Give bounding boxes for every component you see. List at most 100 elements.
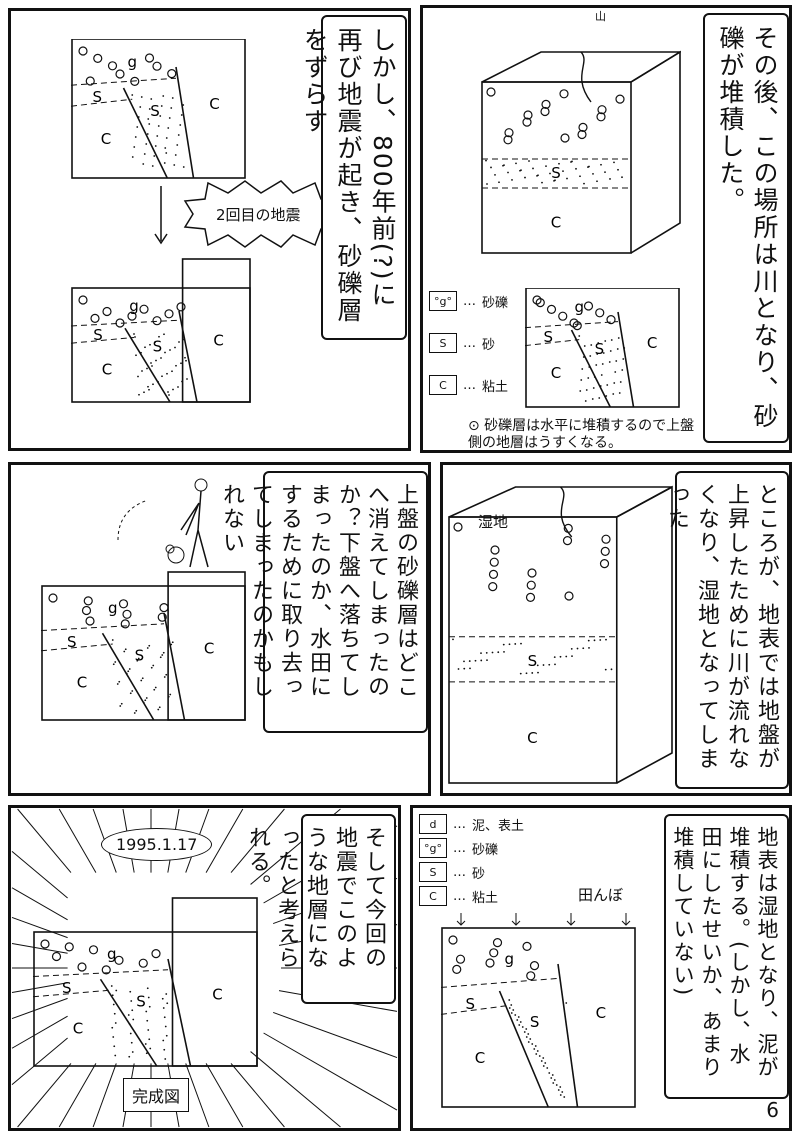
sand-dot — [140, 351, 142, 354]
sand-dot — [174, 154, 177, 156]
speed-line — [58, 1063, 97, 1128]
sand-dot — [142, 163, 145, 165]
gravel-label: g — [129, 297, 139, 315]
sand-dot — [182, 166, 185, 168]
sand-dot — [485, 651, 488, 654]
sand-dot — [609, 350, 612, 352]
pebble — [48, 593, 58, 603]
sand-dot — [508, 1007, 511, 1009]
pebble — [523, 110, 533, 120]
sand-dot — [585, 389, 588, 391]
clay-label: C — [204, 640, 214, 658]
sand-dot — [553, 656, 556, 659]
gravel-label: g — [504, 950, 514, 968]
sand-dot — [164, 147, 167, 149]
block-front — [448, 516, 618, 784]
sand-dot — [183, 338, 185, 341]
sand-dot — [508, 643, 511, 646]
sand-dot — [616, 348, 619, 350]
sand-dot — [598, 397, 601, 399]
fault-line-2 — [557, 963, 579, 1108]
sand-dot — [161, 997, 164, 1000]
sand-dot — [527, 1033, 530, 1035]
legend-clay: C…粘土 — [429, 375, 508, 395]
sand-dot — [115, 989, 118, 992]
sand-dot — [164, 351, 166, 354]
fault-line-1 — [101, 632, 155, 721]
sand-dot — [521, 1026, 524, 1028]
speed-line — [11, 916, 68, 939]
gravel-label: g — [108, 599, 118, 617]
sand-dot — [457, 668, 460, 670]
sand-dot — [168, 117, 171, 119]
sand-dot — [150, 666, 153, 669]
sand-dot — [147, 996, 150, 999]
sand-dot — [137, 116, 140, 118]
pebble — [529, 960, 540, 971]
sand-dot — [163, 162, 166, 164]
sand-dot — [571, 655, 573, 658]
sand-dot — [587, 377, 590, 379]
sand-dot — [621, 369, 624, 371]
block-outline — [71, 39, 246, 179]
sand-dot — [162, 651, 165, 654]
block-outline — [441, 927, 636, 1108]
sand-dot — [144, 346, 146, 349]
sand-label: S — [530, 1013, 540, 1031]
sand-dot — [491, 651, 494, 654]
sand-dot — [552, 1082, 555, 1084]
river-channel — [559, 486, 573, 538]
sand-dot — [589, 355, 592, 357]
sand-label: S — [150, 102, 160, 120]
earthquake-bubble-text: 2回目の地震 — [216, 206, 301, 224]
pebble — [157, 612, 167, 622]
sand-dot — [151, 365, 153, 367]
sand-dot — [171, 370, 173, 373]
pebble — [606, 315, 616, 325]
sand-dot — [486, 183, 488, 185]
sand-dot — [154, 145, 157, 147]
sand-dot — [113, 1045, 116, 1048]
sand-dot — [148, 1038, 151, 1041]
sand-dot — [155, 359, 157, 362]
pebble — [578, 122, 588, 133]
sand-dot — [145, 1010, 148, 1013]
sand-dot — [537, 671, 539, 674]
sand-dot — [580, 379, 583, 381]
sand-dot — [131, 1009, 134, 1012]
speed-line — [17, 1063, 72, 1128]
sand-dot — [162, 1039, 165, 1042]
sand-dot — [555, 1084, 558, 1086]
sand-dot — [545, 165, 547, 167]
pebble — [546, 304, 557, 314]
fault-line-1 — [498, 990, 549, 1108]
sand-dot — [559, 1094, 562, 1096]
sand-dot — [163, 1048, 166, 1051]
sand-dot — [503, 650, 505, 653]
legend-gravel: °g°…砂礫 — [419, 838, 498, 858]
pebble — [577, 129, 587, 140]
legend-sand: S…砂 — [419, 862, 485, 882]
sand-dot — [128, 668, 131, 670]
sand-label: S — [62, 979, 72, 997]
sand-dot — [151, 165, 154, 167]
sand-dot — [523, 1031, 526, 1033]
sand-dot — [595, 364, 598, 366]
sand-dot — [599, 385, 602, 387]
pebble — [522, 941, 532, 952]
sand-dot — [518, 1024, 521, 1026]
clay-label: C — [102, 360, 112, 378]
sand-dot — [623, 347, 626, 349]
pebble — [40, 939, 50, 949]
sand-dot — [584, 400, 587, 402]
pebble — [93, 53, 103, 63]
sand-dot — [542, 1065, 545, 1067]
pebble — [51, 951, 62, 962]
sand-dot — [165, 673, 168, 676]
sand-dot — [154, 341, 156, 344]
sand-dot — [179, 124, 182, 126]
sand-dot — [512, 1009, 515, 1011]
sand-dot — [145, 697, 148, 699]
